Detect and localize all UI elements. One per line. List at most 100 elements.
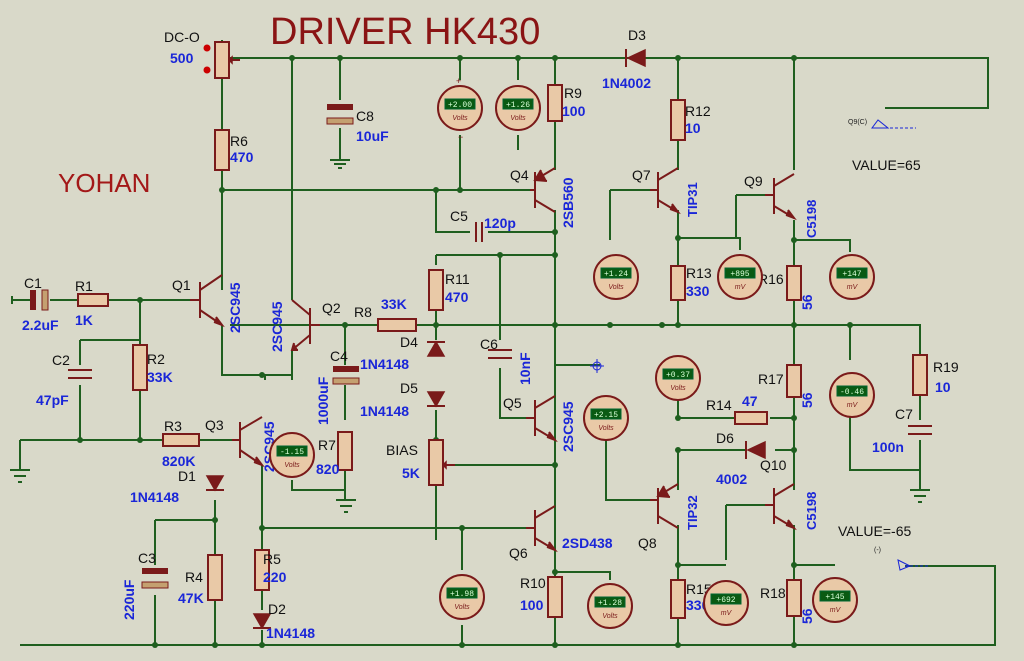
q1-value: 2SC945 xyxy=(227,282,243,333)
d6-value: 4002 xyxy=(716,471,747,487)
r18-value: 56 xyxy=(799,608,815,624)
resistor-r4[interactable] xyxy=(207,554,223,601)
transistor-q10[interactable] xyxy=(765,483,797,531)
transistor-q6[interactable] xyxy=(526,505,558,553)
resistor-r10[interactable] xyxy=(547,576,563,618)
resistor-r8[interactable] xyxy=(377,318,417,332)
meter-10[interactable]: +1.98 Volts xyxy=(439,574,485,620)
capacitor-c6[interactable] xyxy=(488,349,512,359)
r9-label: R9 xyxy=(564,85,582,101)
transistor-q4[interactable] xyxy=(530,167,556,213)
diode-d6[interactable] xyxy=(745,440,766,460)
r8-label: R8 xyxy=(354,304,372,320)
capacitor-c3[interactable] xyxy=(141,568,169,589)
diode-d1[interactable] xyxy=(205,475,225,492)
diode-d3[interactable] xyxy=(625,48,646,68)
q3-label: Q3 xyxy=(205,417,224,433)
q8-value: TIP32 xyxy=(685,495,700,530)
meter-4[interactable]: +895 mV xyxy=(717,254,763,300)
resistor-r2[interactable] xyxy=(132,344,148,391)
capacitor-c5[interactable] xyxy=(475,222,483,242)
svg-text:+: + xyxy=(456,76,461,86)
capacitor-c1[interactable] xyxy=(30,289,49,311)
meter-6[interactable]: +0.37 Volts xyxy=(655,355,701,401)
c2-label: C2 xyxy=(52,352,70,368)
transistor-q5[interactable] xyxy=(526,395,558,443)
meter-1-value: +2.00 xyxy=(448,101,472,110)
transistor-q8[interactable] xyxy=(650,483,679,529)
value-pos-label: VALUE=65 xyxy=(852,157,921,173)
diode-d4[interactable] xyxy=(426,340,446,357)
diode-d2[interactable] xyxy=(252,613,272,630)
meter-1[interactable]: +2.00 Volts +− xyxy=(437,76,483,142)
transistor-q3[interactable] xyxy=(232,416,265,468)
bias-potentiometer[interactable] xyxy=(428,439,455,486)
capacitor-c8[interactable] xyxy=(326,104,354,125)
c5-value: 120p xyxy=(484,215,516,231)
capacitor-c4[interactable] xyxy=(332,366,360,385)
resistor-r17[interactable] xyxy=(786,364,802,398)
r4-value: 47K xyxy=(178,590,204,606)
resistor-r16[interactable] xyxy=(786,265,802,301)
r5-value: 220 xyxy=(263,569,287,585)
transistor-q7[interactable] xyxy=(650,167,681,215)
resistor-r6[interactable] xyxy=(214,129,230,171)
meter-2[interactable]: +1.26 Volts xyxy=(495,85,541,131)
q2-value: 2SC945 xyxy=(269,301,285,352)
c7-value: 100n xyxy=(872,439,904,455)
c1-value: 2.2uF xyxy=(22,317,59,333)
q1-label: Q1 xyxy=(172,277,191,293)
resistor-r11[interactable] xyxy=(428,269,444,311)
dco-potentiometer[interactable] xyxy=(203,41,241,79)
r4-label: R4 xyxy=(185,569,203,585)
r2-label: R2 xyxy=(147,351,165,367)
q9-label: Q9 xyxy=(744,173,763,189)
resistor-r9[interactable] xyxy=(547,84,563,122)
meter-7-value: -0.46 xyxy=(840,388,864,397)
d5-value: 1N4148 xyxy=(360,403,409,419)
c6-value: 10nF xyxy=(517,352,533,385)
meter-13[interactable]: +145 mV xyxy=(812,577,858,623)
meter-6-value: +0.37 xyxy=(666,371,690,380)
meter-11[interactable]: +1.28 Volts xyxy=(587,583,633,629)
r14-label: R14 xyxy=(706,397,732,413)
resistor-r19[interactable] xyxy=(912,354,928,396)
r17-value: 56 xyxy=(799,392,815,408)
c1-label: C1 xyxy=(24,275,42,291)
d1-value: 1N4148 xyxy=(130,489,179,505)
c7-label: C7 xyxy=(895,406,913,422)
meter-7[interactable]: -0.46 mV xyxy=(829,372,875,418)
meter-3[interactable]: +1.24 Volts xyxy=(593,254,639,300)
resistor-r15[interactable] xyxy=(670,579,686,619)
diode-d5[interactable] xyxy=(426,391,446,408)
meter-9[interactable]: -1.15 Volts xyxy=(269,432,315,478)
resistor-r13[interactable] xyxy=(670,265,686,301)
capacitor-c2[interactable] xyxy=(68,369,92,379)
resistor-r1[interactable] xyxy=(77,293,109,307)
r17-label: R17 xyxy=(758,371,784,387)
meter-5[interactable]: +147 mV xyxy=(829,254,875,300)
d2-value: 1N4148 xyxy=(266,625,315,641)
resistor-r3[interactable] xyxy=(162,433,200,447)
resistor-r12[interactable] xyxy=(670,99,686,141)
transistor-q1[interactable] xyxy=(190,274,225,328)
meter-12[interactable]: +692 mV xyxy=(703,580,749,626)
meter-12-unit: mV xyxy=(721,610,733,617)
meter-8[interactable]: +2.15 Volts xyxy=(583,395,629,441)
resistor-r7[interactable] xyxy=(337,431,353,471)
meter-11-unit: Volts xyxy=(602,613,618,620)
minus-label: (-) xyxy=(874,547,881,554)
r9-value: 100 xyxy=(562,103,586,119)
resistor-r5[interactable] xyxy=(254,549,270,591)
transistor-q2[interactable] xyxy=(290,299,320,351)
resistor-r18[interactable] xyxy=(786,579,802,617)
capacitor-c7[interactable] xyxy=(908,425,932,435)
c6-label: C6 xyxy=(480,336,498,352)
r7-label: R7 xyxy=(318,437,336,453)
r16-label: R16 xyxy=(758,271,784,287)
d5-label: D5 xyxy=(400,380,418,396)
transistor-q9[interactable] xyxy=(765,173,797,221)
resistor-r14[interactable] xyxy=(734,411,768,425)
bias-label: BIAS xyxy=(386,442,418,458)
